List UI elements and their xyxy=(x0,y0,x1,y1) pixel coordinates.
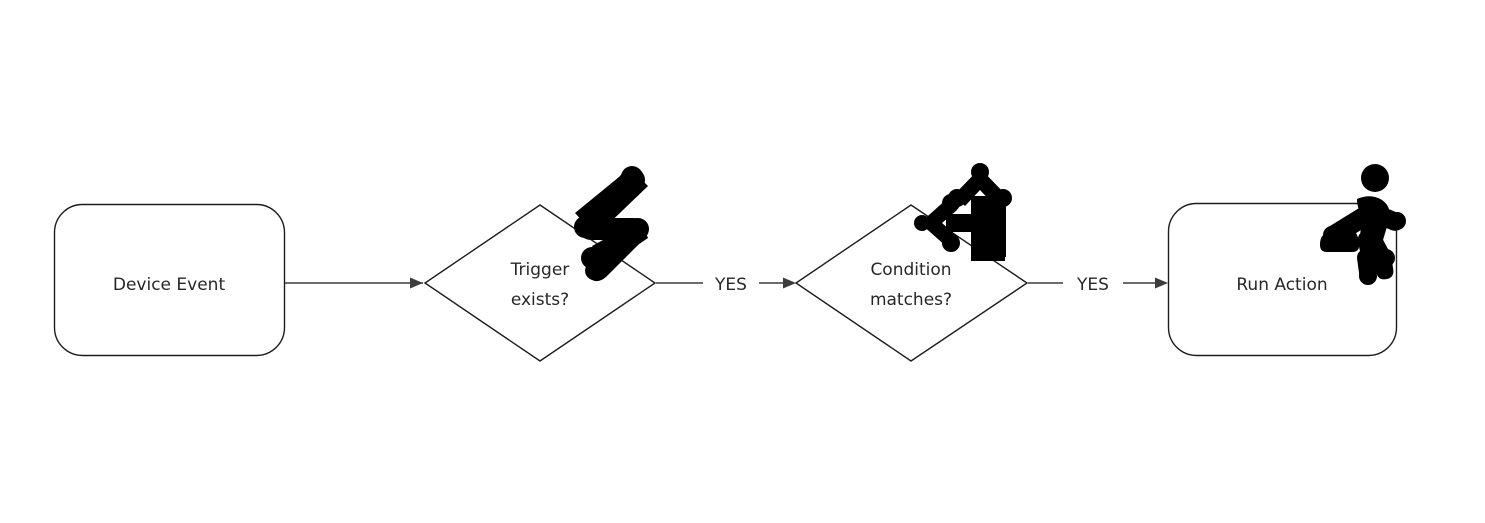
lightning-bolt-icon xyxy=(574,166,649,282)
edge-label-yes-2: YES xyxy=(1076,275,1109,295)
node-device-event[interactable]: Device Event xyxy=(53,203,286,357)
device-event-shape[interactable] xyxy=(53,203,286,357)
trigger-exists-label-line1: Trigger xyxy=(510,260,570,280)
condition-matches-label-line2: matches? xyxy=(870,290,952,310)
edge-1-arrowhead xyxy=(410,277,423,289)
edge-condition-to-run-action: YES xyxy=(1028,275,1168,295)
node-condition-matches[interactable]: Condition matches? xyxy=(794,204,1029,362)
edge-label-yes-1: YES xyxy=(714,275,747,295)
condition-matches-label-line1: Condition xyxy=(870,260,951,280)
run-action-label: Run Action xyxy=(1236,275,1327,295)
running-person-icon xyxy=(1320,164,1406,285)
edge-2-arrowhead xyxy=(783,277,796,289)
device-event-label: Device Event xyxy=(113,275,226,295)
edge-device-event-to-trigger xyxy=(285,277,423,289)
branch-arrow-icon xyxy=(914,163,1012,261)
edge-3-arrowhead xyxy=(1155,277,1168,289)
edge-trigger-to-condition: YES xyxy=(656,275,796,295)
trigger-exists-label-line2: exists? xyxy=(511,290,569,310)
